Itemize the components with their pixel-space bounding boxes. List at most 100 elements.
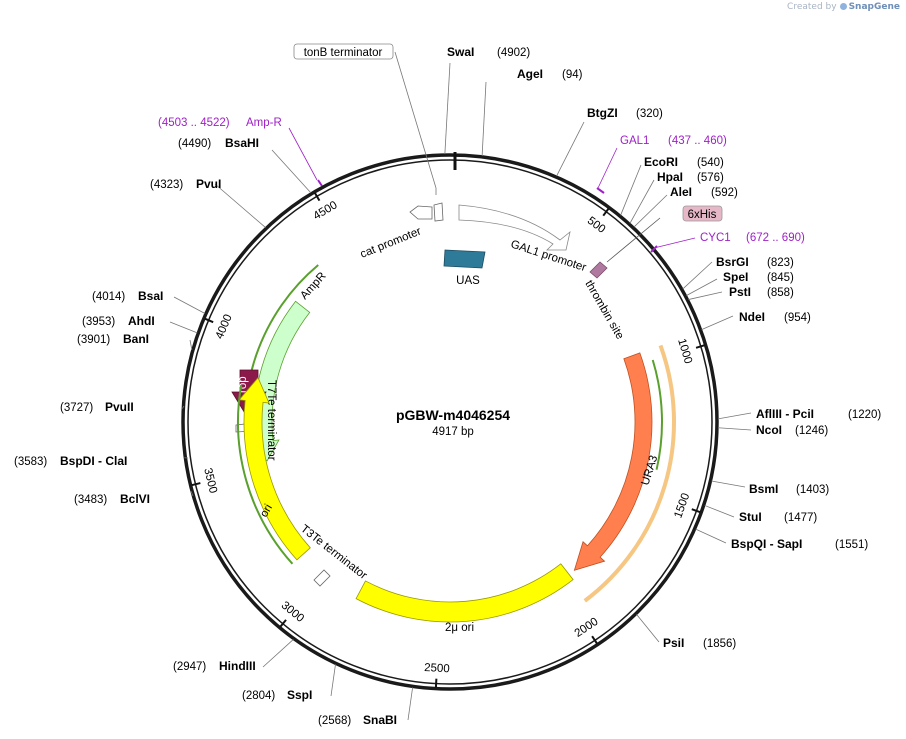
enzyme-leader-line [620, 164, 642, 216]
enzyme-leader-line [682, 261, 713, 290]
enzyme-alei: AleI [670, 185, 692, 199]
enzyme-psti: PstI [729, 285, 751, 299]
enzyme-leader-line [704, 505, 735, 518]
enzyme-swai: SwaI [447, 45, 474, 59]
gal1-promoter-label: GAL1 promoter [509, 238, 588, 274]
enzyme-bsrgi-pos: (823) [767, 257, 794, 269]
primer-ampr-name: Amp-R [246, 117, 282, 129]
enzyme-bsrgi: BsrGI [716, 255, 749, 269]
ruler-tick-label: 1500 [672, 492, 692, 520]
enzyme-leader-line [444, 62, 451, 155]
enzyme-ahdi: AhdI [128, 314, 155, 328]
enzyme-leader-line [629, 179, 655, 224]
enzyme-psti-pos: (858) [767, 287, 794, 299]
enzyme-bani: BanI [123, 332, 149, 346]
enzyme-ndei: NdeI [739, 310, 765, 324]
enzyme-btgzi-pos: (320) [636, 108, 663, 120]
ura3-arrow [573, 352, 653, 571]
cat-promoter-label: cat promoter [359, 225, 424, 260]
ruler-tick [191, 482, 201, 487]
ori-label: ori [258, 502, 275, 519]
enzyme-stui-pos: (1477) [784, 512, 817, 524]
primer-markers: (4503 .. 4522) Amp-R GAL1 (437 .. 460) C… [158, 117, 805, 253]
gal1-promoter-arrow [458, 204, 571, 251]
enzyme-sspi-pos: (2804) [242, 690, 275, 702]
enzyme-leader-line [169, 321, 198, 334]
enzyme-leader-line [686, 278, 718, 296]
2mu-ori-arc [355, 563, 574, 623]
enzyme-leader-line [481, 81, 487, 156]
plasmid-name: pGBW-m4046254 [396, 407, 510, 423]
enzyme-bclvi: BclVI [120, 492, 150, 506]
created-by-text: Created by [787, 2, 837, 12]
6xhis-badge [682, 205, 723, 222]
backbone-outer [181, 153, 719, 691]
primer-cyc1-range: (672 .. 690) [746, 232, 805, 244]
enzyme-leader-line [182, 405, 185, 409]
enzyme-psii-pos: (1856) [703, 638, 736, 650]
enzyme-spei: SpeI [723, 270, 748, 284]
ruler-tick-label: 4000 [214, 313, 235, 341]
enzyme-hindiii: HindIII [219, 659, 256, 673]
primer-ampr-range: (4503 .. 4522) [158, 117, 230, 129]
enzyme-bsahi: BsaHI [225, 136, 259, 150]
ruler-tick [279, 619, 287, 628]
cat-promoter-arrow [409, 205, 433, 220]
primer-gal1-range: (437 .. 460) [668, 135, 727, 147]
enzyme-agei-pos: (94) [562, 69, 583, 81]
enzyme-hpai-pos: (576) [697, 172, 724, 184]
enzyme-ecori: EcoRI [644, 155, 678, 169]
enzyme-leader-line [173, 296, 206, 314]
enzyme-leader-line [189, 339, 193, 350]
enzyme-sspi: SspI [287, 688, 312, 702]
enzyme-alei-pos: (592) [711, 187, 738, 199]
ruler-tick [591, 635, 598, 645]
ruler-tick-label: 4500 [311, 199, 339, 222]
ruler-tick [691, 508, 701, 514]
enzyme-pvui-pos: (4323) [150, 179, 183, 191]
ura3-primer-green [651, 359, 663, 470]
enzyme-leader-line [717, 412, 752, 420]
enzyme-leader-line [271, 149, 312, 194]
enzyme-ncoi: NcoI [756, 423, 782, 437]
ruler-tick [204, 317, 214, 324]
enzyme-leader-line [695, 528, 727, 544]
enzyme-leader-line [633, 194, 668, 228]
enzyme-leader-line [407, 687, 414, 721]
ruler-tick-label: 2000 [573, 616, 601, 640]
enzyme-leader-line [214, 183, 266, 228]
t7te-label: T7Te terminator [265, 380, 277, 461]
ruler-tick-label: 1000 [675, 337, 694, 365]
thrombin-block [589, 261, 608, 279]
enzyme-stui: StuI [739, 510, 762, 524]
enzyme-leader-line [556, 121, 585, 177]
tonb-label: tonB terminator [304, 47, 383, 59]
enzyme-leader-line [636, 614, 660, 643]
uas-label: UAS [456, 275, 480, 287]
enzyme-ncoi-pos: (1246) [795, 425, 828, 437]
ruler-tick [314, 192, 321, 202]
primer-gal1-name: GAL1 [620, 135, 649, 147]
ori-arrow [238, 376, 311, 561]
enzyme-bsmi-pos: (1403) [796, 484, 829, 496]
enzyme-psii: PsiI [663, 636, 684, 650]
enzyme-btgzi: BtgZI [587, 106, 618, 120]
enzyme-pvuii: PvuII [105, 400, 134, 414]
enzyme-leader-line [688, 291, 723, 300]
primer-cyc1-name: CYC1 [700, 232, 731, 244]
app-name: SnapGene [848, 2, 900, 12]
enzyme-leader-line [330, 664, 336, 697]
enzyme-pvuii-pos: (3727) [60, 402, 93, 414]
features: 6xHis tonB terminator GAL1 promoter UAS … [231, 43, 723, 634]
enzyme-leader-line [190, 491, 194, 497]
enzyme-snabi: SnaBI [363, 713, 397, 727]
6xhis-label: 6xHis [688, 209, 717, 221]
tonb-box [293, 43, 394, 60]
enzyme-bsai: BsaI [138, 289, 163, 303]
enzyme-bsmi: BsmI [749, 482, 778, 496]
enzyme-swai-pos: (4902) [497, 47, 530, 59]
enzyme-ndei-pos: (954) [784, 312, 811, 324]
enzyme-bspdi-clai: BspDI - ClaI [60, 454, 127, 468]
enzyme-agei: AgeI [517, 67, 543, 81]
